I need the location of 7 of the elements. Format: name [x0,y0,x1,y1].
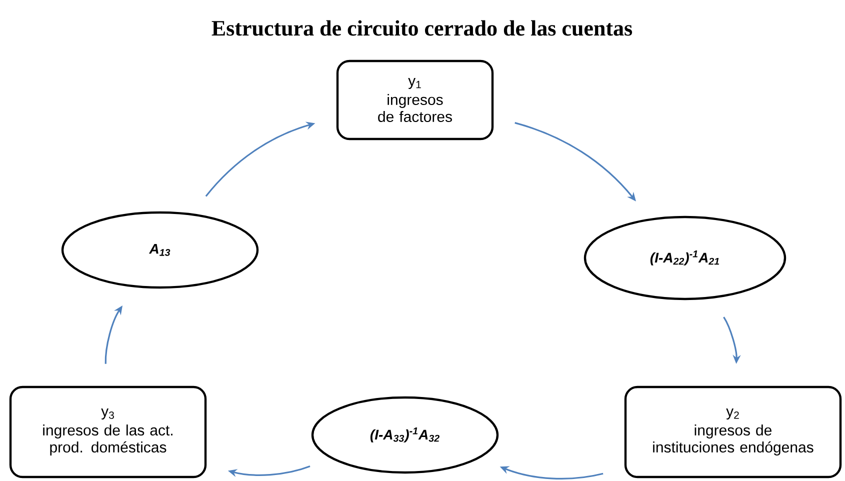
ellipse-node: (I-A$_{22}$)$^{-1}$A$_{21}$ [584,216,786,300]
ellipse-node: A$_{13}$ [61,211,259,289]
rounded-box: y$_{1}$ ingresos de factores [336,60,494,140]
rounded-box: y$_{3}$ ingresos de las act. prod. domésticas [9,386,207,478]
ellipse-node: (I-A$_{33}$)$^{-1}$A$_{32}$ [311,396,499,474]
rounded-box: y$_{2}$ ingresos de instituciones endógenas [624,386,842,478]
title: Estructura de circuito cerrado de las cuentas [212,20,632,36]
